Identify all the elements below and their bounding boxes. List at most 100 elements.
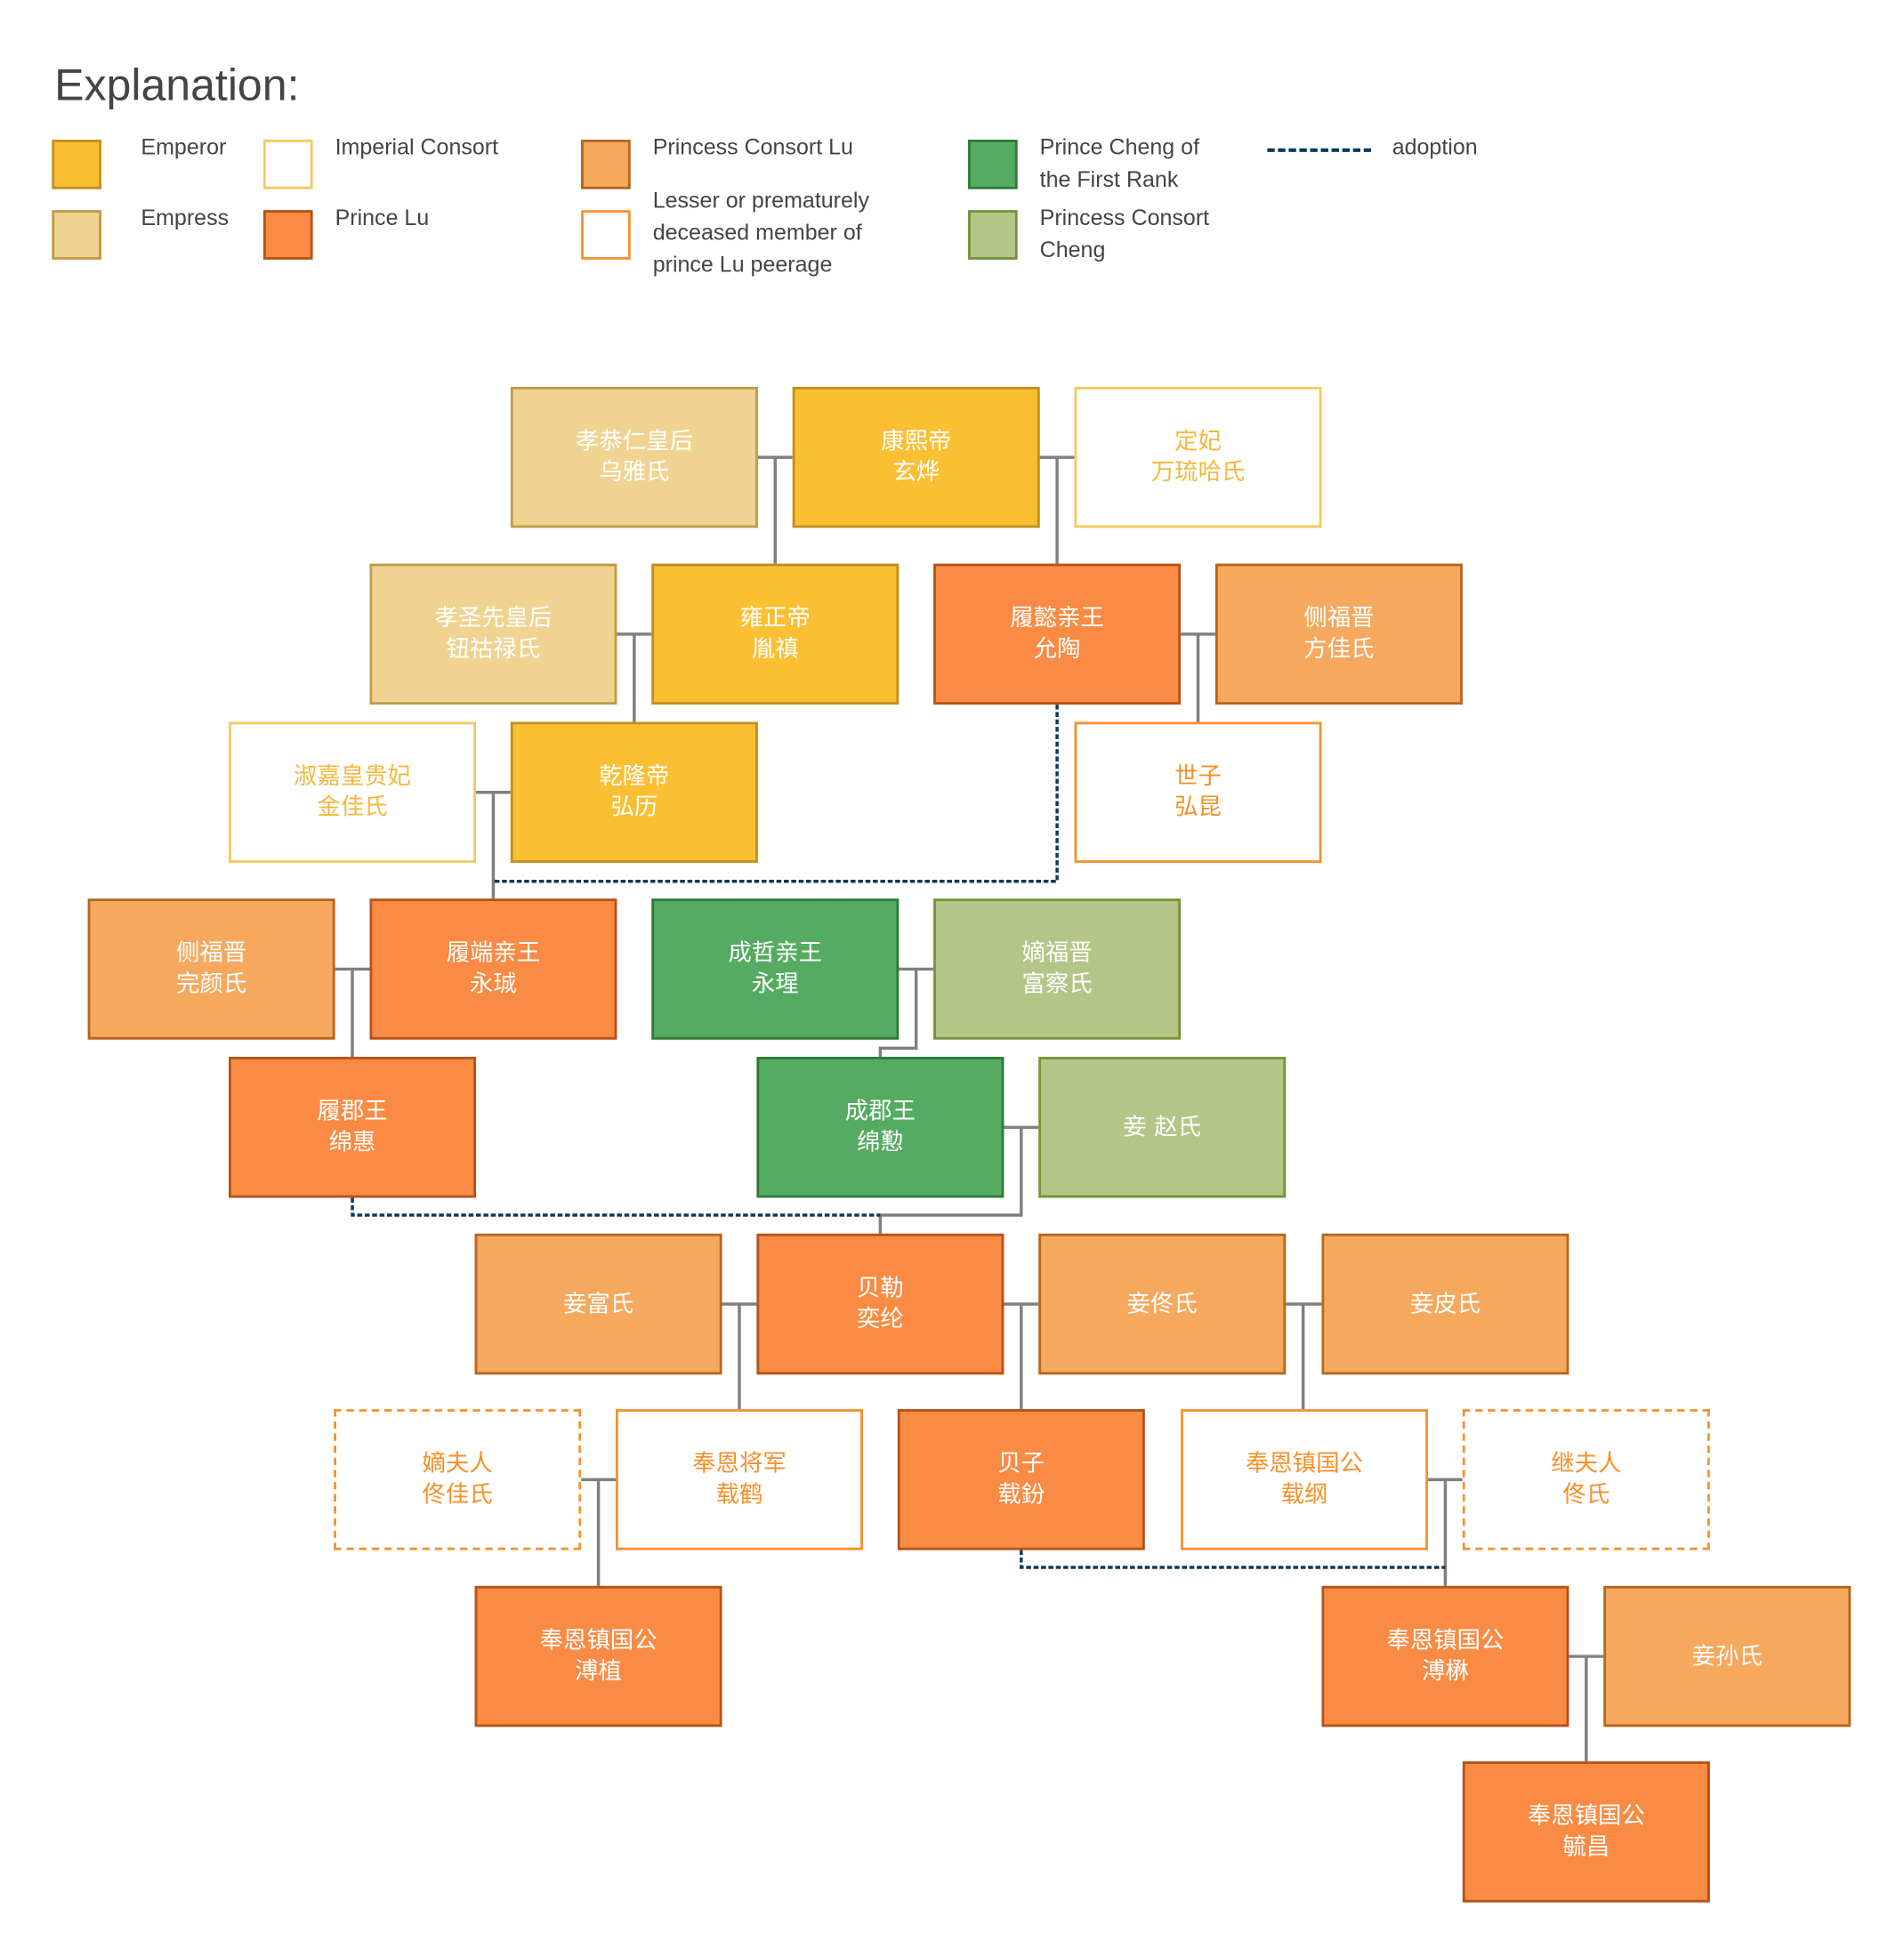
legend-label-cheng: Prince Cheng of the First Rank: [1039, 134, 1200, 192]
node-title: 世子: [1174, 762, 1222, 790]
node-name: 溥植: [575, 1657, 622, 1686]
tree-node-consort[interactable]: 定妃万琉哈氏: [1074, 386, 1322, 528]
node-name: 弘历: [610, 793, 658, 821]
node-name: 妾佟氏: [1126, 1290, 1198, 1317]
descent-connector: [878, 1127, 1023, 1234]
node-title: 继夫人: [1551, 1450, 1622, 1478]
tree-node-princeLu[interactable]: 贝子载鈖: [897, 1409, 1145, 1550]
tree-node-empress[interactable]: 孝圣先皇后钮祜禄氏: [369, 563, 617, 705]
node-title: 履郡王: [317, 1097, 388, 1125]
tree-node-empress[interactable]: 孝恭仁皇后乌雅氏: [510, 386, 758, 528]
tree-node-cheng[interactable]: 成哲亲王永瑆: [651, 898, 900, 1040]
legend-adoption-line: [1267, 148, 1372, 152]
node-title: 嫡福晋: [1021, 939, 1093, 967]
node-name: 载纲: [1280, 1480, 1328, 1509]
node-title: 奉恩镇国公: [539, 1626, 658, 1655]
node-name: 载鈖: [997, 1480, 1045, 1509]
tree-node-lesserDashed[interactable]: 继夫人佟氏: [1462, 1409, 1710, 1550]
tree-node-chengConsort[interactable]: 妾 赵氏: [1038, 1057, 1287, 1198]
node-name: 佟佳氏: [422, 1480, 493, 1509]
legend-swatch-consortLu: [581, 140, 631, 189]
node-name: 奕纶: [856, 1305, 904, 1333]
node-name: 溥楙: [1422, 1657, 1469, 1686]
legend-swatch-cheng: [968, 140, 1018, 189]
tree-node-consortLu[interactable]: 妾佟氏: [1038, 1233, 1287, 1375]
tree-node-consortLu[interactable]: 妾孙氏: [1603, 1585, 1852, 1727]
node-name: 弘昆: [1174, 793, 1222, 821]
node-name: 毓昌: [1562, 1832, 1610, 1861]
node-name: 载鹤: [715, 1480, 763, 1509]
legend-swatch-empress: [52, 210, 101, 260]
node-title: 奉恩镇国公: [1246, 1450, 1364, 1478]
node-title: 奉恩镇国公: [1527, 1802, 1645, 1830]
node-name: 永珹: [470, 970, 517, 998]
tree-node-princeLu[interactable]: 奉恩镇国公毓昌: [1462, 1761, 1710, 1903]
tree-node-emperor[interactable]: 康熙帝玄烨: [792, 386, 1040, 528]
legend-label-consort: Imperial Consort: [335, 134, 499, 160]
node-title: 奉恩将军: [692, 1450, 787, 1478]
tree-node-consort[interactable]: 淑嘉皇贵妃金佳氏: [229, 721, 476, 863]
node-title: 康熙帝: [881, 427, 952, 455]
tree-node-lesser[interactable]: 奉恩镇国公载纲: [1181, 1409, 1428, 1550]
node-name: 永瑆: [751, 970, 799, 998]
legend-label-emperor: Emperor: [141, 134, 227, 160]
tree-node-emperor[interactable]: 雍正帝胤禛: [651, 563, 900, 705]
node-title: 侧福晋: [1303, 604, 1375, 632]
tree-node-cheng[interactable]: 成郡王绵懃: [756, 1057, 1004, 1198]
node-title: 奉恩镇国公: [1386, 1626, 1505, 1655]
node-title: 成哲亲王: [728, 939, 823, 967]
legend-label-princeLu: Prince Lu: [335, 205, 430, 230]
node-title: 雍正帝: [739, 604, 811, 632]
legend-label-empress: Empress: [141, 205, 230, 230]
node-title: 定妃: [1174, 427, 1222, 455]
node-name: 方佳氏: [1303, 635, 1375, 663]
node-name: 钮祜禄氏: [446, 635, 541, 663]
node-title: 淑嘉皇贵妃: [294, 762, 412, 790]
node-title: 嫡夫人: [422, 1450, 493, 1478]
adoption-line: [351, 1197, 881, 1217]
tree-node-princeLu[interactable]: 贝勒奕纶: [756, 1233, 1004, 1375]
node-name: 完颜氏: [175, 970, 247, 998]
tree-node-princeLu[interactable]: 履郡王绵惠: [229, 1057, 476, 1198]
node-name: 万琉哈氏: [1150, 458, 1246, 487]
tree-node-princeLu[interactable]: 奉恩镇国公溥植: [474, 1585, 722, 1727]
node-title: 贝勒: [856, 1274, 904, 1302]
tree-node-princeLu[interactable]: 履懿亲王允陶: [933, 563, 1182, 705]
tree-node-princeLu[interactable]: 奉恩镇国公溥楙: [1321, 1585, 1569, 1727]
node-name: 绵懃: [856, 1128, 904, 1156]
tree-node-emperor[interactable]: 乾隆帝弘历: [510, 721, 758, 863]
legend-swatch-consort: [262, 140, 313, 189]
tree-node-lesserDashed[interactable]: 嫡夫人佟佳氏: [334, 1409, 582, 1550]
tree-node-consortLu[interactable]: 侧福晋方佳氏: [1214, 563, 1463, 705]
node-title: 孝圣先皇后: [434, 604, 553, 632]
descent-connector: [878, 969, 918, 1058]
node-title: 贝子: [997, 1450, 1045, 1478]
node-name: 玄烨: [892, 458, 940, 487]
tree-node-princeLu[interactable]: 履端亲王永珹: [369, 898, 617, 1040]
tree-node-lesser[interactable]: 世子弘昆: [1074, 721, 1322, 863]
node-title: 乾隆帝: [599, 762, 670, 790]
legend-label-lesser: Lesser or prematurely deceased member of…: [652, 188, 869, 278]
node-title: 侧福晋: [175, 939, 247, 967]
node-name: 绵惠: [328, 1128, 376, 1156]
legend-swatch-lesser: [581, 210, 631, 260]
tree-node-consortLu[interactable]: 侧福晋完颜氏: [87, 898, 335, 1040]
node-name: 妾富氏: [562, 1290, 634, 1317]
tree-node-lesser[interactable]: 奉恩将军载鹤: [616, 1409, 863, 1550]
node-name: 富察氏: [1021, 970, 1093, 998]
node-name: 允陶: [1033, 635, 1081, 663]
node-title: 孝恭仁皇后: [575, 427, 693, 455]
tree-node-consortLu[interactable]: 妾皮氏: [1321, 1233, 1569, 1375]
legend-swatch-emperor: [52, 140, 101, 189]
node-name: 妾孙氏: [1691, 1642, 1763, 1670]
tree-node-consortLu[interactable]: 妾富氏: [474, 1233, 722, 1375]
tree-node-chengConsort[interactable]: 嫡福晋富察氏: [933, 898, 1182, 1040]
legend-label-chengConsort: Princess Consort Cheng: [1039, 205, 1210, 262]
adoption-line: [1020, 1550, 1446, 1569]
node-name: 乌雅氏: [599, 458, 670, 487]
node-title: 成郡王: [844, 1097, 916, 1125]
legend-label-consortLu: Princess Consort Lu: [652, 134, 853, 160]
node-name: 妾皮氏: [1409, 1290, 1481, 1317]
